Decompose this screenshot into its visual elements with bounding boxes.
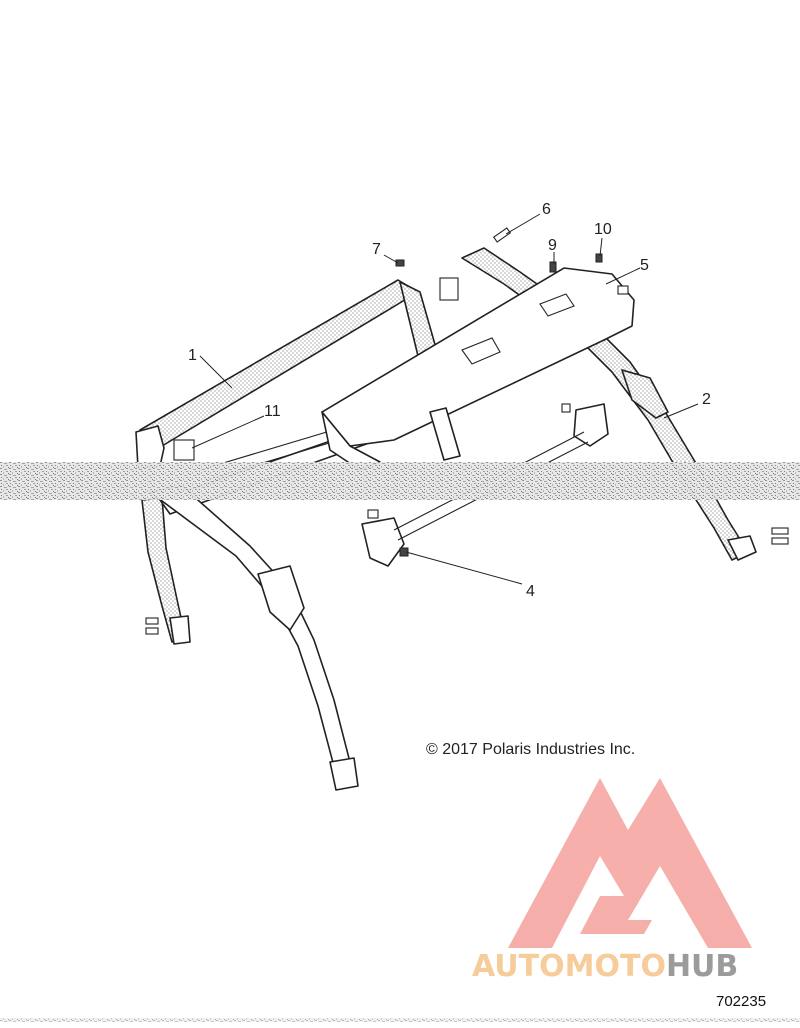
part-4-bracket-right: [573, 403, 609, 447]
logo-text-part2: HUB: [666, 949, 738, 984]
callout-11: 11: [264, 403, 281, 420]
leader-lines: [191, 213, 699, 585]
nut-right-foot-b: [771, 537, 789, 545]
callout-2: 2: [702, 391, 711, 408]
part-7-nut: [395, 259, 405, 267]
hardware: [145, 227, 789, 635]
roll-cage-drawing: [135, 247, 757, 791]
nut-rear-bracket: [367, 509, 379, 519]
nut-left-leg-b: [145, 627, 159, 635]
nut-right-foot-a: [771, 527, 789, 535]
part-2-front-foot: [329, 757, 359, 791]
callout-9: 9: [548, 237, 557, 254]
clamp-upper: [439, 277, 459, 301]
bottom-scan-artifact: [0, 1018, 800, 1022]
part-4-nut: [399, 547, 409, 557]
nut-bracket-right: [561, 403, 571, 413]
scan-noise-band: [0, 462, 800, 500]
callout-4: 4: [526, 583, 535, 600]
watermark-logo: AUTOMOTOHUB: [472, 778, 752, 984]
callout-5: 5: [640, 257, 649, 274]
logo-text-part1: AUTOMOTO: [472, 949, 666, 984]
logo-text: AUTOMOTOHUB: [472, 949, 738, 984]
callout-7: 7: [372, 241, 381, 258]
part-5-dropleg: [429, 407, 461, 461]
callout-6: 6: [542, 201, 551, 218]
part-5-cutout-a: [461, 337, 501, 365]
part-1-front-corner: [135, 425, 165, 469]
part-11-clamp: [173, 439, 195, 461]
part-2-sleeve: [257, 565, 305, 631]
part-6-bolt: [492, 227, 512, 243]
callout-10: 10: [594, 221, 612, 238]
copyright-notice: © 2017 Polaris Industries Inc.: [426, 741, 635, 758]
part-2-gusset: [621, 369, 669, 419]
part-number: 702235: [716, 993, 766, 1010]
logo-triangle-mark: [508, 778, 752, 948]
part-5-cutout-b: [539, 293, 575, 317]
callout-1: 1: [188, 347, 197, 364]
part-2-foot: [727, 535, 757, 561]
part-1-rear-post: [399, 281, 437, 357]
part-4-bracket-left: [361, 517, 405, 567]
callouts: 1 2 4 5 6 7 9 10 11: [188, 201, 711, 600]
part-9-bolt: [549, 261, 557, 273]
part-1-leg-foot: [169, 615, 191, 645]
part-10-nut: [595, 253, 603, 263]
nut-panel-right: [617, 285, 629, 295]
nut-left-leg-a: [145, 617, 159, 625]
